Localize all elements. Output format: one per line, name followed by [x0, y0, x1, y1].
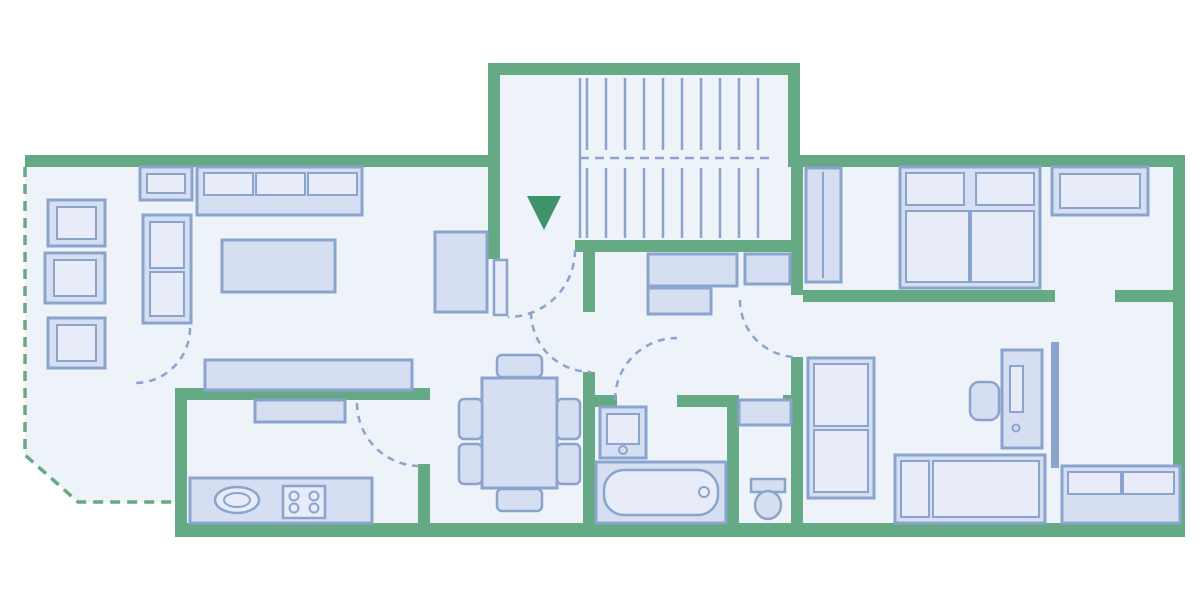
- radiator: [492, 258, 509, 317]
- door-arc-terrace: [134, 327, 192, 385]
- desk-chair: [968, 380, 1001, 422]
- wall-kitchen-right: [418, 464, 430, 525]
- wall-bedroom-sep-a: [803, 290, 1055, 302]
- sofa-cushion-3: [307, 172, 358, 196]
- desk-monitor: [1009, 365, 1024, 413]
- hall-cabinet-c: [743, 252, 792, 286]
- single-bed-pillow: [900, 460, 930, 518]
- wall-bath-wc: [727, 395, 739, 535]
- sofa-cushion-1: [203, 172, 254, 196]
- armchair-cushion-1: [149, 221, 185, 269]
- sofa-cushion-2: [255, 172, 306, 196]
- wc-basin: [737, 398, 793, 427]
- sofa-2-cushion-b: [1122, 471, 1175, 495]
- entry-cabinet: [433, 230, 489, 314]
- dining-chair-left-2: [457, 442, 484, 486]
- kitchen-sink: [213, 485, 261, 515]
- wall-top-right: [793, 155, 1185, 167]
- wall-stair-bottom: [575, 240, 803, 252]
- desk-item: [1011, 423, 1021, 433]
- wall-stair-right: [788, 63, 800, 167]
- washbasin-inner: [606, 413, 640, 445]
- kitchen-wall-cabinet: [253, 398, 347, 424]
- dining-chair-top: [495, 353, 544, 379]
- door-arc-dining: [529, 311, 592, 374]
- stove-burner-2: [308, 490, 320, 502]
- wall-stair-top: [488, 63, 800, 75]
- stair-treads-lower: [585, 168, 760, 238]
- terrace-chair-2-seat: [53, 259, 97, 297]
- double-bed-mattress-2: [970, 210, 1035, 283]
- shelf-inner: [146, 173, 186, 194]
- wall-bedroom-sep-b: [1115, 290, 1173, 302]
- hall-cabinet-b: [646, 286, 713, 316]
- wall-hall-right-upper: [791, 167, 803, 295]
- wall-right: [1173, 155, 1185, 537]
- dining-table: [480, 376, 559, 490]
- wardrobe-2-shelf-a: [813, 363, 869, 427]
- washbasin-drain: [618, 445, 628, 455]
- dining-chair-bottom: [495, 487, 544, 513]
- toilet-bowl: [753, 489, 783, 521]
- dining-chair-left-1: [457, 397, 484, 441]
- double-bed-pillow-2: [975, 172, 1035, 206]
- bathtub-inner: [602, 468, 720, 517]
- door-arc-bedroom: [738, 299, 798, 359]
- wall-top-left: [25, 155, 497, 167]
- stove-burner-3: [288, 502, 300, 514]
- sideboard: [203, 358, 414, 392]
- terrace-outline-dashed: [23, 167, 178, 504]
- stove-burner-4: [308, 502, 320, 514]
- wall-hall-right-lower: [791, 357, 803, 537]
- stove-burner-1: [288, 490, 300, 502]
- sofa-2-cushion-a: [1067, 471, 1122, 495]
- kitchen-counter: [188, 476, 374, 525]
- terrace-chair-3-seat: [56, 324, 97, 362]
- stove: [281, 484, 327, 520]
- kitchen-sink-basin: [223, 492, 251, 508]
- wardrobe-2-shelf-b: [813, 429, 869, 493]
- wall-bottom: [175, 523, 1185, 537]
- wall-hall-left-upper: [583, 252, 595, 312]
- double-bed-mattress-1: [905, 210, 970, 283]
- hall-cabinet-a: [646, 252, 739, 288]
- single-bed-mattress: [932, 460, 1040, 518]
- dining-chair-right-1: [555, 397, 582, 441]
- stair-treads-upper: [585, 78, 760, 150]
- bathtub-drain: [698, 486, 710, 498]
- wall-stair-left: [488, 63, 500, 259]
- door-arc-entry: [507, 249, 577, 319]
- wall-hall-left-lower: [583, 372, 595, 537]
- wall-bath-top-b: [677, 395, 739, 407]
- armchair-cushion-2: [149, 271, 185, 317]
- wall-kitchen-left: [175, 388, 187, 537]
- dining-chair-right-2: [555, 442, 582, 486]
- wall-bath-top-a: [583, 395, 617, 407]
- coffee-table: [220, 238, 337, 294]
- terrace-chair-1-seat: [56, 206, 97, 240]
- entrance-arrow-icon: [527, 196, 561, 230]
- dresser-inner: [1059, 173, 1141, 209]
- sliding-partition: [1051, 342, 1059, 468]
- double-bed-pillow-1: [905, 172, 965, 206]
